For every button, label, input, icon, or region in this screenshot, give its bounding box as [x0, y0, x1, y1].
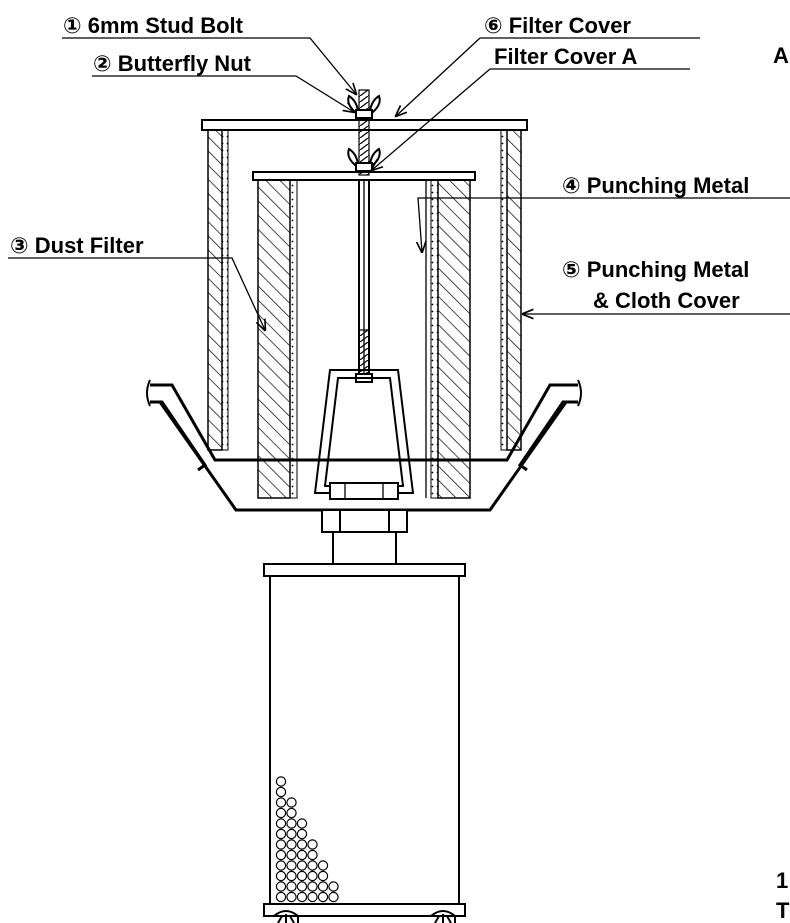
media-circle	[296, 849, 308, 861]
label-filter-cover: ⑥ Filter Cover	[484, 13, 631, 38]
media-circle	[286, 891, 297, 903]
media-circle	[296, 828, 308, 840]
label-punching-metal: ④ Punching Metal	[562, 173, 749, 198]
label-punching-cloth-line1: ⑤ Punching Metal	[562, 257, 749, 282]
media-circle	[275, 881, 287, 892]
media-circle	[275, 891, 287, 903]
media-circle	[275, 839, 287, 850]
media-circle	[317, 860, 329, 871]
media-circle	[286, 818, 297, 829]
media-circle	[275, 807, 287, 819]
label-filter-cover-a: Filter Cover A	[494, 44, 638, 69]
label-stud-bolt: ① 6mm Stud Bolt	[63, 13, 244, 38]
media-circle	[317, 870, 329, 882]
filter-media-circles	[275, 776, 339, 903]
media-circle	[275, 786, 287, 798]
canister-feet	[273, 910, 456, 923]
media-circle	[286, 849, 297, 861]
media-circle	[286, 870, 297, 882]
media-circle	[328, 891, 339, 903]
media-circle	[275, 828, 287, 840]
media-circle	[296, 881, 308, 892]
coupling-nut	[321, 509, 408, 565]
media-circle	[286, 828, 297, 840]
media-circle	[307, 860, 318, 871]
media-circle	[307, 881, 318, 892]
label-punching-cloth-line2: & Cloth Cover	[593, 288, 740, 313]
media-circle	[317, 881, 329, 892]
media-circle	[286, 797, 297, 808]
media-circle	[275, 776, 287, 787]
media-circle	[286, 807, 297, 819]
media-circle	[296, 870, 308, 882]
media-circle	[296, 891, 308, 903]
media-circle	[286, 881, 297, 892]
media-circle	[307, 891, 318, 903]
dust-filter	[257, 179, 471, 499]
media-circle	[275, 870, 287, 882]
media-circle	[286, 839, 297, 850]
edge-text-bottom-2: T	[776, 898, 790, 923]
media-circle	[328, 881, 339, 892]
media-circle	[275, 849, 287, 861]
label-dust-filter: ③ Dust Filter	[10, 233, 144, 258]
media-circle	[275, 797, 287, 808]
edge-text-top: A	[773, 43, 789, 68]
media-circle	[296, 860, 308, 871]
media-circle	[307, 849, 318, 861]
media-circle	[286, 860, 297, 871]
stud-bolt	[355, 89, 373, 383]
media-circle	[317, 891, 329, 903]
media-circle	[296, 818, 308, 829]
leader-lines	[8, 37, 790, 330]
media-circle	[275, 860, 287, 871]
label-butterfly-nut: ② Butterfly Nut	[93, 51, 252, 76]
inner-cone	[313, 369, 415, 500]
media-circle	[307, 839, 318, 850]
media-circle	[307, 870, 318, 882]
media-circle	[275, 818, 287, 829]
lower-canister	[263, 563, 466, 923]
media-circle	[296, 839, 308, 850]
edge-text-bottom-1: 1	[776, 868, 788, 893]
